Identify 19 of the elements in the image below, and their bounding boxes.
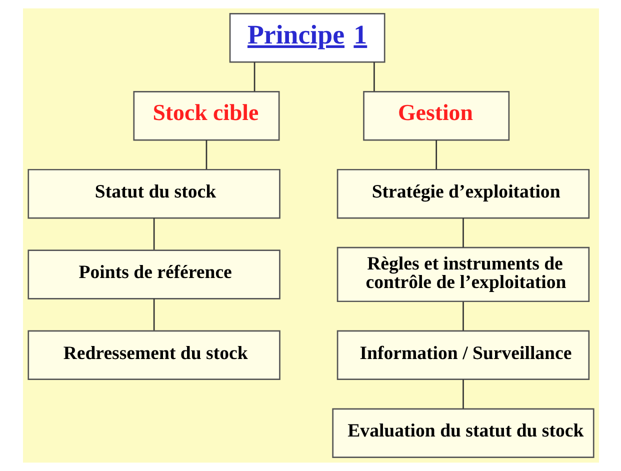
node-box: Points de référence [27,250,280,300]
node-box: Règles et instruments de contrôle de l’exploitation [336,246,590,302]
connector [205,140,207,170]
node-box: Information / Surveillance [336,330,590,380]
connector [253,62,255,92]
node-box: Principe 1 [228,13,385,63]
connector [462,379,464,409]
connector [435,140,437,170]
connector [462,302,464,331]
node-box: Redressement du stock [27,330,280,380]
node-box: Statut du stock [27,168,280,219]
node-box: Gestion [362,91,510,141]
connector [152,298,154,330]
connector [373,62,374,92]
connector [462,218,464,248]
node-box: Evaluation du statut du stock [332,408,594,458]
node-box: Stock cible [132,91,280,141]
connector [152,218,154,250]
node-box: Stratégie d’exploitation [336,168,590,219]
